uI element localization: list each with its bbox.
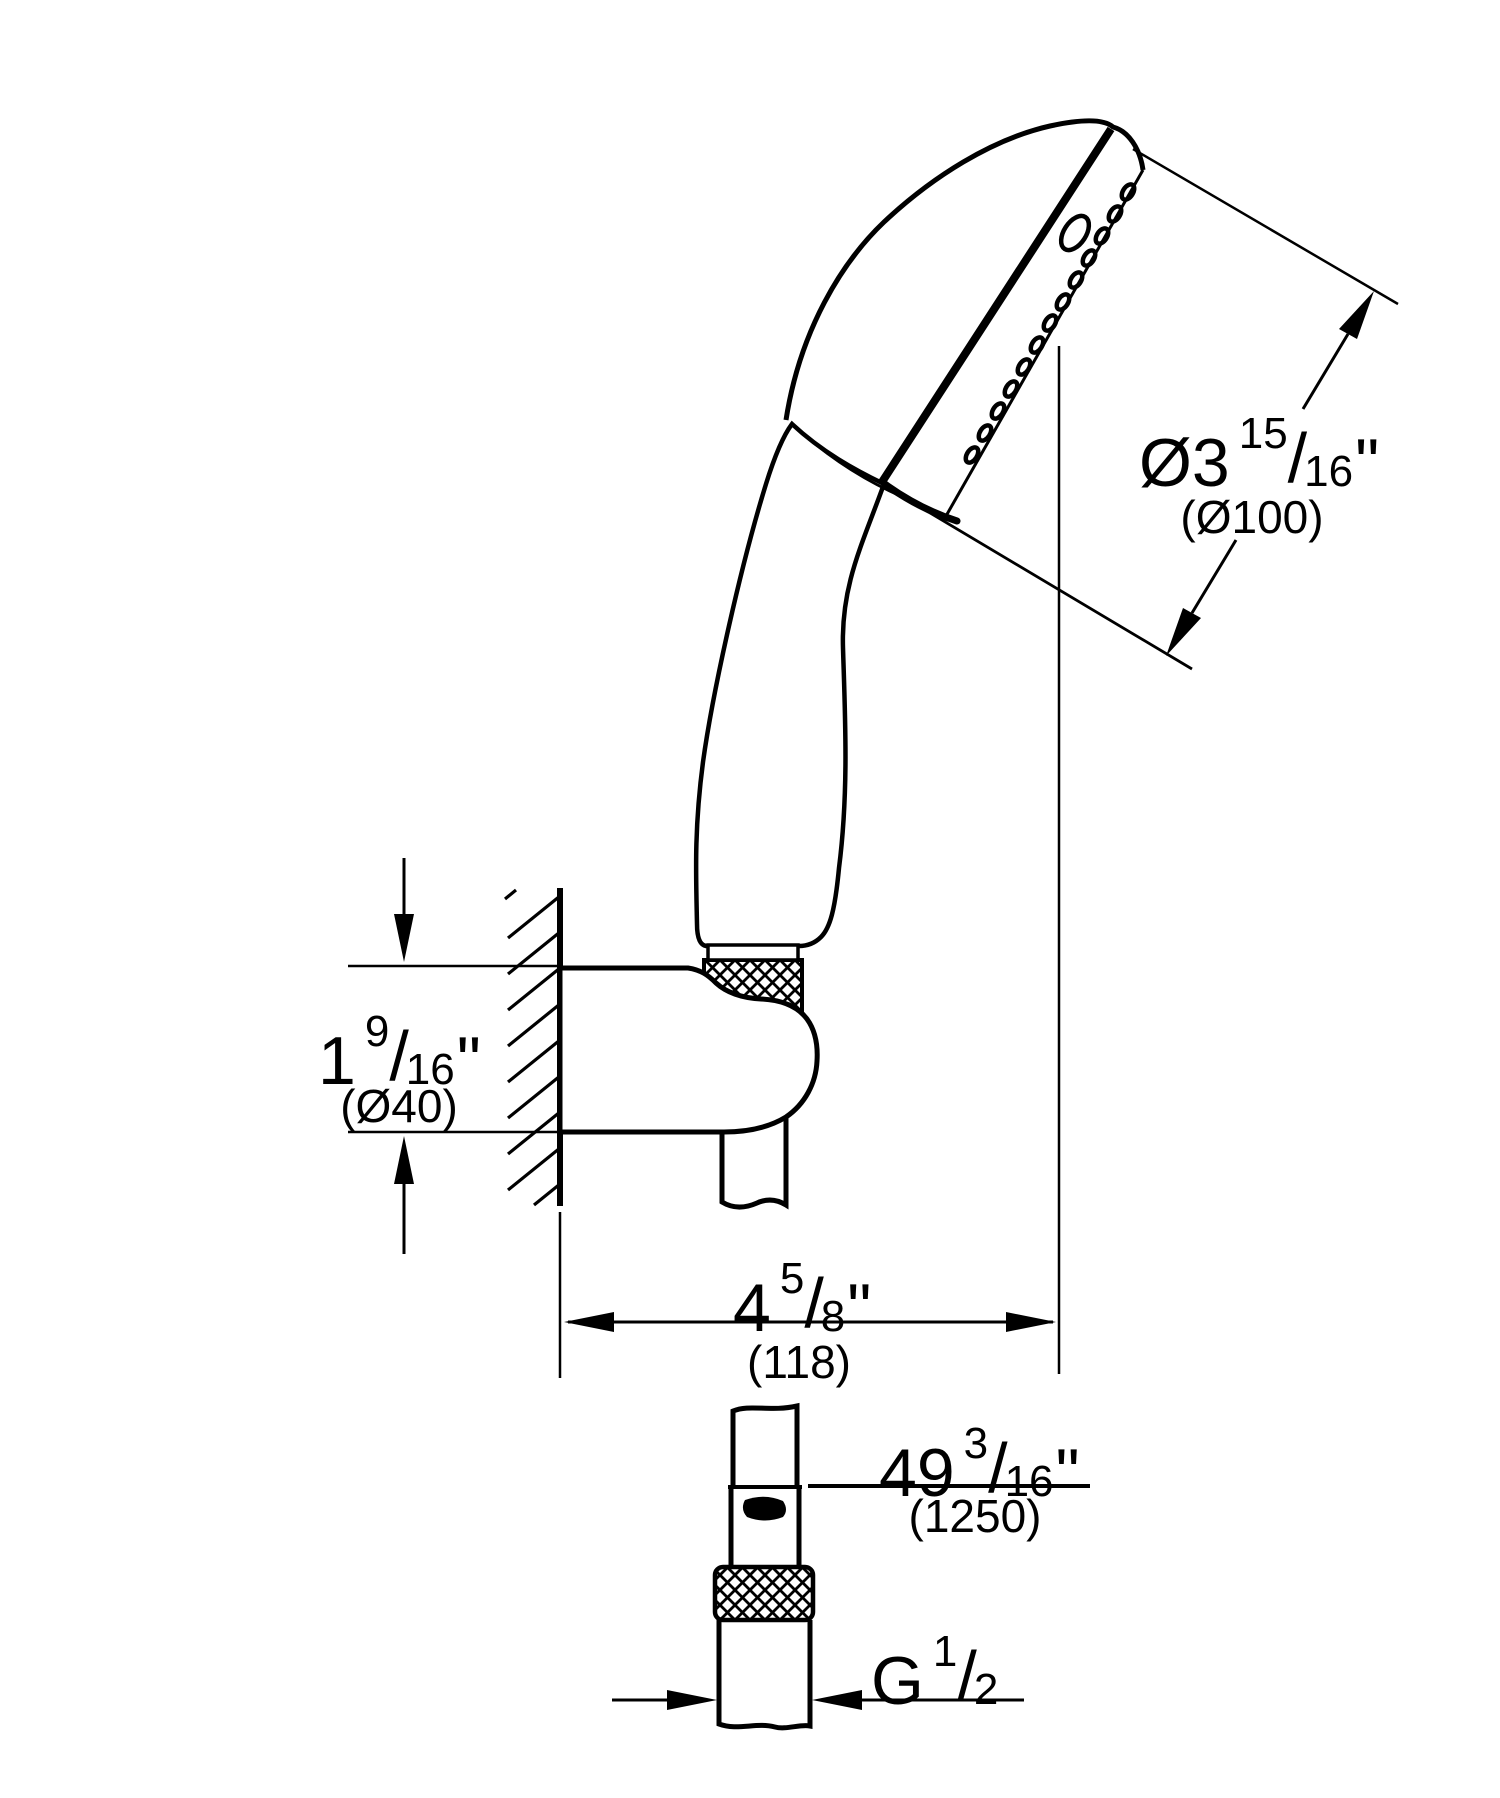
head-back-outline [783, 118, 1146, 421]
thread-letter: G [871, 1643, 924, 1719]
arrowhead-right [812, 1690, 862, 1710]
wall-hatch [503, 888, 562, 1207]
hose-lower-tube [716, 1620, 813, 1731]
fraction-numerator: 5 [779, 1254, 805, 1303]
fraction-denominator: 16 [405, 1045, 455, 1094]
imperial-value: Ø3 [1139, 425, 1230, 501]
arrowhead-up [394, 1136, 414, 1184]
head-diameter-metric: (Ø100) [1180, 491, 1324, 543]
fraction-slash: / [1287, 419, 1308, 497]
hose-stub [719, 1112, 789, 1210]
hose-connector [728, 1487, 802, 1567]
dim-wall-clearance [564, 346, 1061, 1374]
holder-knob [557, 965, 820, 1135]
holder-diameter-metric: (Ø40) [340, 1080, 458, 1132]
extension-line-lower [791, 422, 1193, 671]
wall-clearance-metric: (118) [747, 1336, 851, 1388]
arrow-shaft-lower [1190, 539, 1238, 614]
dim-thread [612, 1690, 1024, 1710]
fraction-slash: / [804, 1264, 824, 1342]
arrowhead-down [394, 914, 414, 962]
fraction-numerator: 1 [932, 1627, 958, 1676]
hose-assembly [712, 1402, 816, 1731]
fraction-numerator: 3 [963, 1419, 989, 1468]
fraction-denominator: 16 [1304, 447, 1354, 496]
fraction-denominator: 16 [1004, 1457, 1054, 1506]
fraction-slash: / [389, 1017, 409, 1095]
hose-knurled-nut [712, 1564, 816, 1623]
fraction-numerator: 15 [1238, 409, 1288, 458]
inch-mark: " [1355, 425, 1380, 501]
spray-bottom-rim [878, 478, 961, 525]
arrowhead-left [667, 1690, 717, 1710]
inch-mark: " [1055, 1435, 1080, 1511]
arrowhead-right [1006, 1312, 1056, 1332]
face-button [1058, 213, 1092, 253]
spray-face-line [878, 126, 1115, 485]
hose-upper-tube [730, 1402, 800, 1487]
fraction-slash: / [988, 1429, 1008, 1507]
inch-mark: " [456, 1023, 481, 1099]
imperial-value: 4 [733, 1270, 771, 1346]
fraction-denominator: 2 [973, 1665, 999, 1714]
brand-mark-blob [742, 1496, 786, 1521]
handle-outline [693, 420, 887, 949]
spray-nozzles [963, 182, 1137, 465]
imperial-value: 49 [879, 1435, 955, 1511]
arrowhead-left [564, 1312, 614, 1332]
arrow-shaft-upper [1301, 333, 1350, 410]
imperial-value: 1 [318, 1023, 356, 1099]
fraction-denominator: 8 [820, 1292, 846, 1341]
dim-head-diameter [791, 147, 1399, 671]
handle-collar [706, 943, 800, 962]
fraction-numerator: 9 [364, 1007, 390, 1056]
inch-mark: " [847, 1270, 872, 1346]
arrowhead-upper [1339, 291, 1374, 339]
shower-head [783, 118, 1146, 525]
hose-length-metric: (1250) [908, 1490, 1042, 1542]
wall-holder [557, 943, 820, 1135]
arrowhead-lower [1166, 608, 1201, 656]
extension-line-upper [1132, 147, 1399, 306]
dim-holder-diameter [348, 858, 558, 1254]
fraction-slash: / [957, 1637, 977, 1715]
